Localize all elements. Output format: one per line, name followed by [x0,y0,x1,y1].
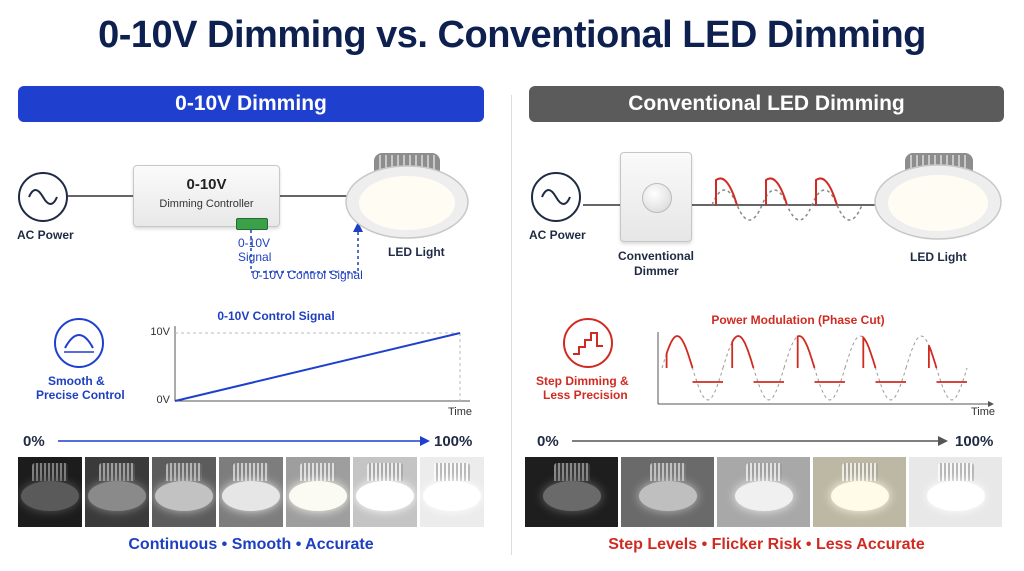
signal-label-1: 0-10V [238,236,271,250]
ac-power-label: AC Power [529,228,586,242]
dimming-controller: 0-10V Dimming Controller [133,165,280,227]
signal-label-2: Signal [238,250,272,264]
right-wiring-diagram [583,177,890,221]
step-curve-icon [563,318,613,368]
led-disc [542,481,601,511]
heatsink-fins [434,463,470,481]
scale-end-label: 100% [955,433,994,450]
y-tick-label: 0V [157,394,171,406]
right-footer: Step Levels • Flicker Risk • Less Accura… [608,536,925,553]
ac-power-label: AC Power [17,228,74,242]
dimmer-label-1: Conventional [618,249,695,263]
phase-cut-chart: Power Modulation (Phase Cut) Time [657,313,995,418]
feature-label-1: Smooth & [48,374,105,388]
left-brightness-strip [18,457,484,527]
signal-arrow-head [353,222,363,232]
page-title: 0-10V Dimming vs. Conventional LED Dimmi… [98,14,926,56]
feature-label-2: Less Precision [543,388,628,402]
brightness-tile [219,457,283,527]
left-scale-arrow [58,436,430,446]
chart-title: Power Modulation (Phase Cut) [711,313,884,327]
led-disc [830,481,889,511]
led-disc [222,481,280,511]
x-axis-arrow [988,401,994,407]
heatsink-fins [649,463,686,481]
feature-label-2: Precise Control [36,388,125,402]
heatsink-fins [937,463,974,481]
scale-start-label: 0% [537,433,559,450]
phase-cut-segment [796,335,816,369]
heatsink-fins [841,463,878,481]
heatsink-fins [99,463,135,481]
heatsink-fins [553,463,590,481]
left-wiring-diagram [68,195,363,273]
brightness-tile [152,457,216,527]
led-disc [638,481,697,511]
phase-cut-segment [928,345,938,369]
heatsink-fins [367,463,403,481]
scale-end-label: 100% [434,433,473,450]
phase-cut-waveform [711,177,863,221]
chart-title: 0-10V Control Signal [217,309,334,323]
led-light-label: LED Light [388,245,445,259]
brightness-tile [909,457,1002,527]
phase-cut-segment [665,335,694,369]
brightness-tile [353,457,417,527]
phase-cut-segment [731,335,755,369]
led-disc [423,481,481,511]
left-footer: Continuous • Smooth • Accurate [128,536,374,553]
brightness-tile [286,457,350,527]
dimmer-knob [642,183,672,213]
controller-title: 0-10V [186,176,227,193]
led-light-icon [345,153,469,239]
y-tick-label: 10V [150,326,170,338]
ac-power-icon [531,172,581,222]
phase-cut-segment [862,335,877,369]
x-axis-label: Time [448,406,472,418]
heatsink-fins [166,463,202,481]
led-light-label: LED Light [910,250,967,264]
conventional-dimmer [620,152,692,242]
led-disc [926,481,985,511]
heatsink-fins [32,463,68,481]
dimmer-label-2: Dimmer [634,264,679,278]
panel-divider [511,95,512,555]
control-signal-chart: 0-10V Control Signal 10V 0V Time [150,309,472,418]
led-disc [88,481,146,511]
control-signal-label: 0-10V Control Signal [252,268,363,282]
brightness-tile [525,457,618,527]
heatsink-fins [300,463,336,481]
left-banner: 0-10V Dimming [18,86,484,122]
x-axis-label: Time [971,406,995,418]
led-disc [289,481,347,511]
heatsink-fins [745,463,782,481]
controller-terminal [236,218,268,230]
led-light-icon [874,153,1002,240]
heatsink-fins [233,463,269,481]
feature-label-1: Step Dimming & [536,374,629,388]
brightness-tile [621,457,714,527]
led-disc [155,481,213,511]
ac-power-icon [18,172,68,222]
brightness-tile [85,457,149,527]
led-disc [734,481,793,511]
scale-start-label: 0% [23,433,45,450]
right-scale-arrow [572,436,948,446]
right-banner: Conventional LED Dimming [529,86,1004,122]
brightness-tile [717,457,810,527]
led-disc [356,481,414,511]
controller-subtitle: Dimming Controller [159,198,254,210]
led-disc [21,481,79,511]
signal-ramp-line [174,332,461,402]
brightness-tile [813,457,906,527]
right-brightness-strip [525,457,1005,527]
brightness-tile [420,457,484,527]
brightness-tile [18,457,82,527]
smooth-curve-icon [54,318,104,368]
